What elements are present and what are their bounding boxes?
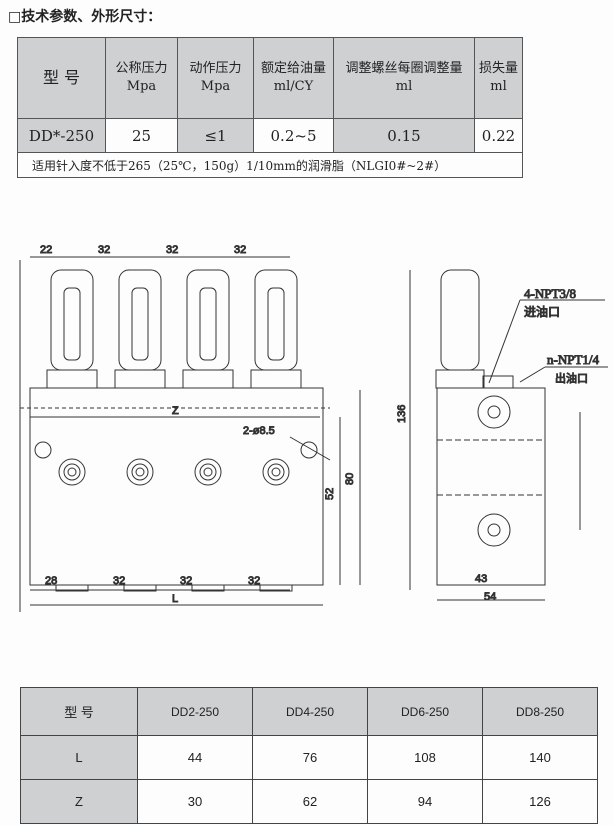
dimension-lines bbox=[30, 256, 361, 606]
dim-43: 43 bbox=[475, 573, 487, 585]
cell: 76 bbox=[252, 735, 368, 780]
inlet-spec: 4-NPT3/8 bbox=[524, 286, 576, 301]
header: DD6-250 bbox=[367, 687, 483, 736]
row-label: Z bbox=[20, 779, 138, 824]
outlet-spec: n-NPT1/4 bbox=[547, 352, 600, 367]
dim-top-1: 32 bbox=[98, 244, 110, 256]
cell: 94 bbox=[367, 779, 483, 824]
cell: 62 bbox=[252, 779, 368, 824]
dim-holes: 2-ø8.5 bbox=[243, 425, 275, 437]
size-table: 型 号 DD2-250 DD4-250 DD6-250 DD8-250 L 44… bbox=[20, 687, 598, 824]
cell: 25 bbox=[105, 118, 178, 153]
dim-top-3: 32 bbox=[234, 244, 246, 256]
dim-80: 80 bbox=[344, 473, 356, 485]
grease-note: 适用针入度不低于265（25℃，150g）1/10mm的润滑脂（NLGI0#~2… bbox=[17, 152, 523, 178]
cell: 108 bbox=[367, 735, 483, 780]
lubricator-unit bbox=[46, 269, 98, 592]
cell: 0.15 bbox=[333, 118, 475, 153]
lubricator-unit bbox=[114, 269, 166, 592]
header: DD8-250 bbox=[482, 687, 598, 736]
header: DD4-250 bbox=[252, 687, 368, 736]
header-model: 型 号 bbox=[20, 687, 138, 736]
cell: ≤1 bbox=[177, 118, 254, 153]
cell: 140 bbox=[482, 735, 598, 780]
dim-bottom-3: 32 bbox=[248, 575, 260, 587]
outlet-label: 出油口 bbox=[555, 371, 588, 385]
front-view bbox=[19, 260, 330, 612]
table-row: Z 30 62 94 126 bbox=[20, 779, 598, 824]
cell: 126 bbox=[482, 779, 598, 824]
dim-bottom-0: 28 bbox=[45, 575, 57, 587]
cell: 44 bbox=[137, 735, 253, 780]
dim-l: L bbox=[172, 593, 178, 605]
dim-z: Z bbox=[172, 405, 179, 417]
dim-top-2: 32 bbox=[166, 244, 178, 256]
dim-136: 136 bbox=[396, 405, 408, 423]
row-label: L bbox=[20, 735, 138, 780]
dim-bottom-1: 32 bbox=[113, 575, 125, 587]
header: DD2-250 bbox=[137, 687, 253, 736]
inlet-label: 进油口 bbox=[524, 305, 560, 319]
dim-top-0: 22 bbox=[40, 244, 52, 256]
dim-54: 54 bbox=[484, 591, 496, 603]
table-row: L 44 76 108 140 bbox=[20, 735, 598, 780]
cell: 30 bbox=[137, 779, 253, 824]
lubricator-unit bbox=[182, 269, 234, 592]
dim-52: 52 bbox=[324, 488, 336, 500]
side-view bbox=[409, 269, 608, 601]
lubricator-unit bbox=[250, 269, 302, 592]
dim-bottom-2: 32 bbox=[180, 575, 192, 587]
section-title: □技术参数、外形尺寸： bbox=[8, 9, 162, 25]
cell: DD*-250 bbox=[17, 118, 106, 153]
cell: 0.22 bbox=[474, 118, 523, 153]
